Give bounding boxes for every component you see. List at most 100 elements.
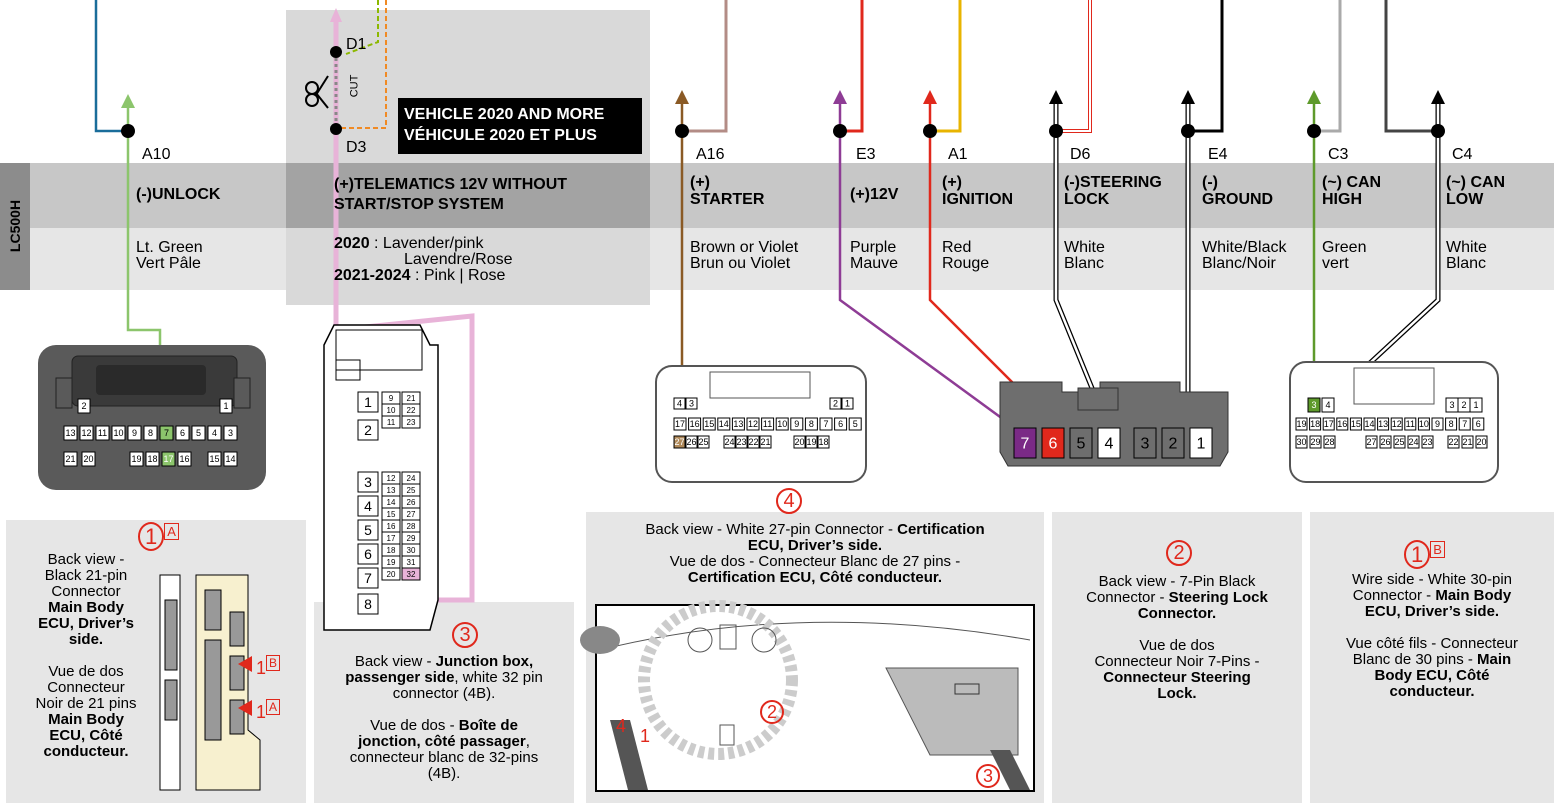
- connector-pin: [381, 415, 401, 429]
- connector-pin: [731, 417, 745, 431]
- connector-pin: [81, 451, 96, 467]
- connector-pin: [357, 567, 379, 589]
- pin-4: D6: [1070, 146, 1091, 163]
- connector-pin-label: 4: [1105, 436, 1114, 453]
- arrow-icon: [1431, 90, 1445, 104]
- connector-pin-label: 17: [387, 534, 396, 543]
- connector-pin-label: 11: [98, 428, 107, 438]
- connector-pin-label: 28: [407, 522, 416, 531]
- connector-pin: [1097, 427, 1121, 459]
- connector-pin-label: 30: [1296, 437, 1306, 447]
- connector-pin-label: 26: [407, 498, 416, 507]
- connector-pin: [702, 417, 716, 431]
- pin-1: A16: [696, 146, 725, 163]
- connector-pin-label: 6: [180, 428, 185, 438]
- connector-pin-label: 14: [387, 498, 396, 507]
- telematics-function: (+)TELEMATICS 12V WITHOUT START/STOP SYS…: [334, 176, 568, 213]
- pin-0: A10: [142, 146, 171, 163]
- arrow-icon: [1307, 90, 1321, 104]
- connector-pin: [77, 398, 91, 414]
- connector-pin: [1295, 417, 1308, 431]
- connector-pin-label: 15: [704, 419, 714, 429]
- connector-pin-label: 9: [132, 428, 137, 438]
- connector-pin-label: 3: [228, 428, 233, 438]
- arrow-icon: [923, 90, 937, 104]
- connector-pin: [143, 425, 158, 441]
- connector-pin: [793, 435, 806, 449]
- connector-pin: [1421, 435, 1434, 449]
- connector-pin: [829, 397, 842, 410]
- connector-pin: [1390, 417, 1403, 431]
- connector-pin: [63, 451, 78, 467]
- dash-marker-2: 2: [760, 700, 784, 724]
- connector-pin-label: 18: [818, 437, 828, 447]
- connector-pin: [1013, 427, 1037, 459]
- connector-pin-label: 16: [690, 419, 700, 429]
- connector-pin: [1309, 435, 1322, 449]
- connector-pin-label: 20: [83, 454, 93, 464]
- connector-pin-label: 16: [387, 522, 396, 531]
- connector-pin-label: 21: [760, 437, 770, 447]
- connector-pin-label: 12: [748, 419, 758, 429]
- connector-pin-label: 24: [407, 474, 416, 483]
- dash-marker-3: 3: [976, 764, 1000, 788]
- panel-main-body-30: [1310, 512, 1554, 803]
- connector-pin: [761, 417, 775, 431]
- connector-pin-label: 15: [209, 454, 219, 464]
- function-band: [0, 163, 1554, 228]
- connector-pin: [161, 451, 176, 467]
- connector-pin-label: 10: [1419, 419, 1429, 429]
- connector-pin-label: 2: [1169, 436, 1178, 453]
- connector-pin-label: 22: [1448, 437, 1458, 447]
- connector-pin: [1133, 427, 1157, 459]
- connector-pin: [207, 425, 222, 441]
- connector-pin: [401, 567, 421, 581]
- connector-pin: [1349, 417, 1362, 431]
- connector-pin: [1469, 397, 1483, 413]
- connector-pin: [1393, 435, 1406, 449]
- connector-pin: [735, 435, 748, 449]
- connector-pin: [717, 417, 731, 431]
- connector-pin-label: 8: [1449, 419, 1454, 429]
- panel4-text: Back view - White 27-pin Connector - Cer…: [645, 521, 985, 586]
- connector-pin: [357, 495, 379, 517]
- connector-pin-label: 14: [1364, 419, 1374, 429]
- connector-pin: [357, 593, 379, 615]
- connector-pin: [223, 425, 238, 441]
- panel3-text: Back view - Junction box, passenger side…: [345, 653, 543, 782]
- connector-pin: [673, 417, 687, 431]
- pin-d1: D1: [346, 36, 367, 53]
- connector-pin: [805, 435, 818, 449]
- function-0: (-)UNLOCK: [136, 186, 221, 203]
- dash-marker-1: 1: [640, 726, 651, 746]
- connector-pin: [191, 425, 206, 441]
- connector-pin: [673, 435, 686, 449]
- scissors-icon: [305, 75, 329, 109]
- connector-pin: [1041, 427, 1065, 459]
- connector-pin-label: 20: [1476, 437, 1486, 447]
- connector-pin-label: 24: [1408, 437, 1418, 447]
- connector-pin-label: 18: [147, 454, 157, 464]
- arrow-icon: [1049, 90, 1063, 104]
- connector-pin-label: 11: [763, 419, 772, 429]
- connector-pin-label: 19: [131, 454, 141, 464]
- connector-pin-label: 12: [1392, 419, 1402, 429]
- color-band: [0, 228, 1554, 290]
- connector-pin: [819, 417, 833, 431]
- connector-pin-label: 19: [1296, 419, 1306, 429]
- dash-marker-4: 4: [616, 716, 627, 736]
- connector-pin-label: 29: [1310, 437, 1320, 447]
- connector-pin-label: 10: [777, 419, 787, 429]
- connector-pin: [697, 435, 710, 449]
- connector-pin-label: 8: [364, 596, 372, 612]
- connector-pin-label: 13: [387, 486, 396, 495]
- connector-pin: [127, 425, 142, 441]
- pin-6: C3: [1328, 146, 1349, 163]
